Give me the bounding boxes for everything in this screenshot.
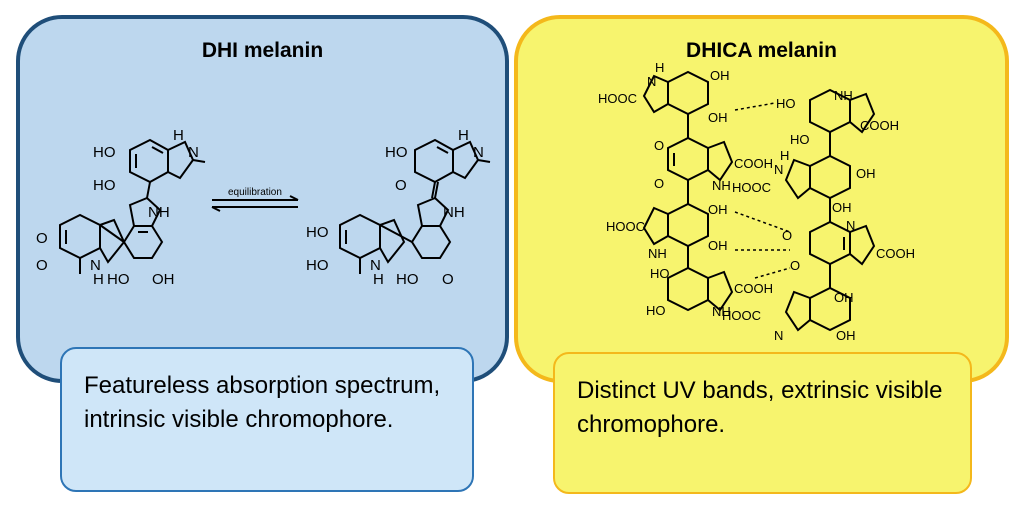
label-h: H	[655, 60, 664, 75]
label-hooc: HOOC	[606, 219, 645, 234]
label-n: N	[90, 257, 101, 274]
dhica-melanin-title: DHICA melanin	[686, 39, 837, 62]
label-o: O	[654, 138, 664, 153]
label-oh: OH	[836, 328, 856, 343]
label-cooh: COOH	[876, 246, 915, 261]
label-oh: OH	[832, 200, 852, 215]
equilibration-label: equilibration	[228, 187, 282, 198]
label-n: N	[188, 144, 199, 161]
label-oh: OH	[152, 271, 175, 288]
label-cooh: COOH	[860, 118, 899, 133]
label-oh: OH	[708, 202, 728, 217]
label-ho: HO	[650, 266, 670, 281]
label-ho: HO	[385, 144, 408, 161]
label-o: O	[782, 228, 792, 243]
label-hooc: HOOC	[598, 91, 637, 106]
label-n: N	[774, 162, 783, 177]
dhi-caption: Featureless absorption spectrum, intrins…	[60, 347, 474, 492]
label-ho: HO	[396, 271, 419, 288]
label-nh: NH	[834, 88, 853, 103]
label-n: N	[647, 74, 656, 89]
label-nh: NH	[712, 304, 731, 319]
dhi-melanin-title: DHI melanin	[201, 39, 324, 62]
label-n: N	[774, 328, 783, 343]
label-h: H	[373, 271, 384, 288]
label-o: O	[36, 257, 48, 274]
label-nh: NH	[712, 178, 731, 193]
label-nh: NH	[148, 204, 170, 221]
label-ho: HO	[306, 224, 329, 241]
label-hooc: HOOC	[722, 308, 761, 323]
label-o: O	[790, 258, 800, 273]
label-oh: OH	[834, 290, 854, 305]
dhica-structure	[642, 70, 876, 332]
label-oh: OH	[708, 238, 728, 253]
label-ho: HO	[93, 177, 116, 194]
label-o: O	[442, 271, 454, 288]
label-oh: OH	[710, 68, 730, 83]
dhi-structure-labels: HO HO H N NH O O N H HO OH equilibration…	[36, 127, 484, 288]
dhica-melanin-panel: DHICA melanin	[514, 15, 1009, 383]
label-cooh: COOH	[734, 156, 773, 171]
label-nh: NH	[443, 204, 465, 221]
label-ho: HO	[776, 96, 796, 111]
label-n: N	[846, 218, 855, 233]
label-ho: HO	[107, 271, 130, 288]
label-ho: HO	[93, 144, 116, 161]
label-oh: OH	[856, 166, 876, 181]
label-n: N	[370, 257, 381, 274]
label-nh: NH	[648, 246, 667, 261]
label-n: N	[473, 144, 484, 161]
label-o: O	[36, 230, 48, 247]
dhica-labels: H N OH HOOC OH O O COOH NH OH HOOC NH OH…	[598, 60, 915, 343]
hydrogen-bonds	[734, 102, 791, 279]
label-h: H	[173, 127, 184, 144]
dhi-structure-left	[59, 138, 491, 274]
dhica-caption: Distinct UV bands, extrinsic visible chr…	[553, 352, 972, 494]
label-h: H	[93, 271, 104, 288]
label-oh: OH	[708, 110, 728, 125]
label-ho: HO	[646, 303, 666, 318]
label-h: H	[780, 148, 789, 163]
label-cooh: COOH	[734, 281, 773, 296]
label-o: O	[395, 177, 407, 194]
label-ho: HO	[306, 257, 329, 274]
label-o: O	[654, 176, 664, 191]
label-hooc: HOOC	[732, 180, 771, 195]
label-h: H	[458, 127, 469, 144]
label-ho: HO	[790, 132, 810, 147]
